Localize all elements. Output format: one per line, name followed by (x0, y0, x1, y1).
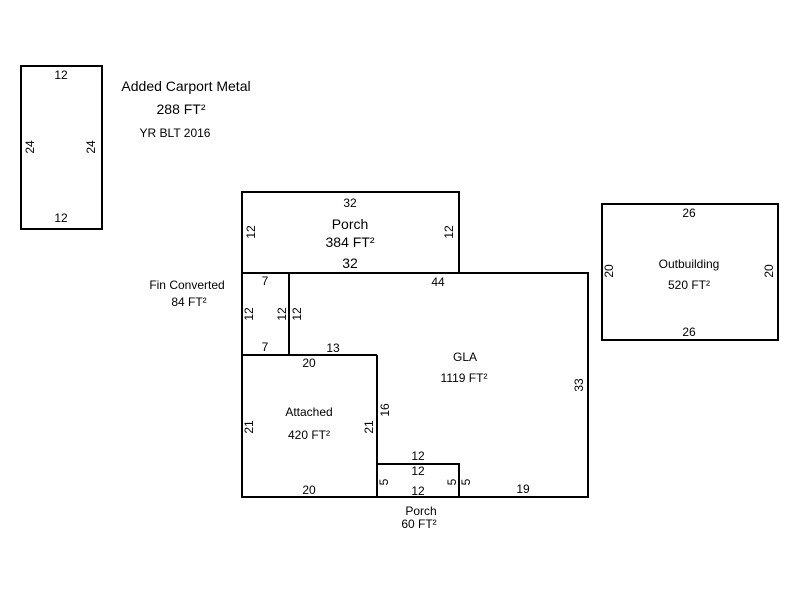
fin-converted-label: Fin Converted (149, 278, 225, 292)
outbuilding-area: 520 FT² (667, 278, 711, 292)
gla-dim-attached-side: 16 (378, 403, 392, 417)
porch-top-area: 384 FT² (325, 234, 375, 250)
attached-dim-bottom: 20 (302, 483, 316, 497)
fin-converted-dim-right: 12 (275, 307, 289, 321)
carport-area: 288 FT² (156, 101, 206, 117)
attached-dim-top: 20 (302, 356, 316, 370)
fin-converted-dim-bottom: 7 (261, 340, 269, 354)
outbuilding-dim-bottom: 26 (682, 325, 696, 339)
carport-outline (20, 65, 103, 230)
gla-dim-porch-right: 5 (459, 478, 473, 486)
outbuilding-label: Outbuilding (658, 257, 720, 271)
attached-dim-left: 21 (242, 420, 256, 434)
porch-top-dim-top: 32 (343, 196, 357, 210)
carport-year: YR BLT 2016 (139, 126, 211, 140)
porch-top-label: Porch (331, 216, 369, 232)
gla-area: 1119 FT² (440, 371, 488, 385)
porch-small-dim-right: 5 (445, 478, 459, 486)
outbuilding-dim-right: 20 (762, 264, 776, 278)
gla-dim-right: 33 (572, 378, 586, 392)
carport-dim-left: 24 (23, 140, 37, 154)
porch-top-dim-left: 12 (244, 225, 258, 239)
gla-dim-step: 13 (326, 341, 340, 355)
fin-converted-dim-left: 12 (242, 307, 256, 321)
fin-converted-dim-top: 7 (261, 274, 269, 288)
carport-dim-bottom: 12 (54, 211, 68, 225)
attached-label: Attached (285, 405, 333, 419)
porch-top-dim-right: 12 (442, 225, 456, 239)
attached-dim-right: 21 (362, 420, 376, 434)
porch-small-area: 60 FT² (401, 517, 437, 531)
gla-dim-inner-left: 12 (290, 307, 304, 321)
carport-dim-top: 12 (54, 68, 68, 82)
outbuilding-dim-top: 26 (682, 206, 696, 220)
porch-small-dim-left: 5 (377, 478, 391, 486)
carport-label: Added Carport Metal (121, 78, 251, 94)
porch-small-label: Porch (405, 504, 437, 518)
gla-dim-bottom: 19 (516, 482, 530, 496)
gla-dim-top: 44 (431, 275, 445, 289)
outbuilding-outline (601, 203, 779, 341)
porch-small-dim-top: 12 (411, 464, 425, 478)
fin-converted-area: 84 FT² (171, 295, 207, 309)
outbuilding-dim-left: 20 (602, 264, 616, 278)
carport-dim-right: 24 (84, 140, 98, 154)
gla-label: GLA (452, 350, 478, 364)
porch-top-dim-bottom: 32 (342, 255, 358, 271)
gla-dim-porch-top: 12 (411, 449, 425, 463)
attached-area: 420 FT² (287, 428, 331, 442)
gla-outline (241, 272, 589, 498)
porch-small-outline (376, 463, 460, 498)
porch-small-dim-bottom: 12 (411, 484, 425, 498)
